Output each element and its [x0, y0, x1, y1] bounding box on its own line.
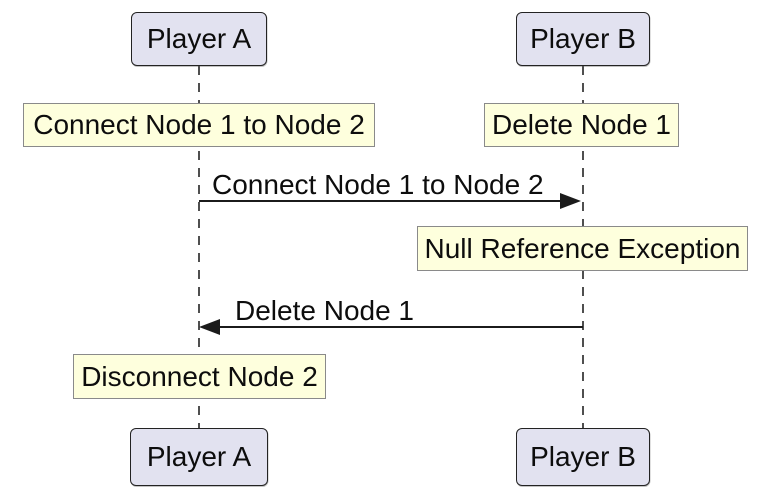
note-text: Connect Node 1 to Node 2 — [33, 109, 365, 140]
actor-bottom-player-a: Player A — [130, 428, 268, 486]
arrowhead-right-icon — [560, 193, 581, 209]
note-null-reference-exception: Null Reference Exception — [417, 226, 748, 271]
lifeline-player-a — [198, 66, 200, 429]
message-label-delete: Delete Node 1 — [235, 295, 415, 326]
note-text: Disconnect Node 2 — [81, 360, 318, 392]
note-connect-node-1-to-node-2: Connect Node 1 to Node 2 — [23, 103, 375, 147]
note-text: Delete Node 1 — [491, 109, 671, 140]
note-disconnect-node-2: Disconnect Node 2 — [73, 354, 326, 399]
message-arrow-delete — [218, 326, 583, 328]
actor-label: Player A — [146, 441, 252, 472]
message-arrow-connect — [199, 200, 562, 202]
arrowhead-left-icon — [199, 319, 220, 335]
note-text: Null Reference Exception — [424, 232, 741, 264]
actor-label: Player B — [530, 23, 636, 54]
actor-top-player-a: Player A — [131, 12, 267, 66]
message-label-connect: Connect Node 1 to Node 2 — [212, 169, 544, 200]
actor-label: Player B — [530, 441, 636, 472]
actor-label: Player A — [146, 23, 252, 54]
actor-top-player-b: Player B — [516, 12, 650, 66]
note-delete-node-1: Delete Node 1 — [484, 103, 679, 147]
actor-bottom-player-b: Player B — [516, 428, 650, 486]
